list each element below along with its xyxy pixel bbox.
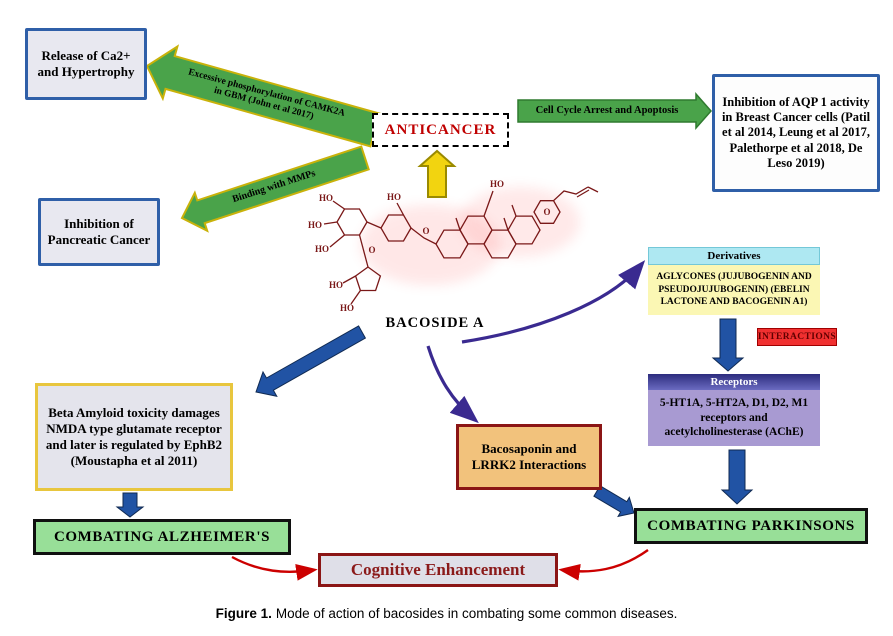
atom-label: O: [422, 226, 429, 236]
bacosaponin-lrrk2-box: Bacosaponin and LRRK2 Interactions: [456, 424, 602, 490]
arrow-cell-cycle: [517, 92, 713, 130]
arrow-camk2a: [145, 44, 381, 148]
arrow-beta-amyloid-to-alzheimers: [115, 492, 145, 518]
anticancer-box: ANTICANCER: [372, 113, 509, 147]
arrow-molecule-to-derivatives: [461, 260, 646, 344]
arrow-molecule-to-anticancer: [417, 149, 457, 198]
derivatives-header: Derivatives: [648, 247, 820, 265]
arrow-derivatives-to-receptors: [711, 318, 745, 372]
atom-label: HO: [315, 244, 329, 254]
cell-cycle-arrow-label: Cell Cycle Arrest and Apoptosis: [535, 104, 679, 116]
arrow-bacosaponin-to-parkinsons: [593, 485, 635, 518]
aqp1-breast-cancer-box: Inhibition of AQP 1 activity in Breast C…: [712, 74, 880, 192]
arrow-mmps: [180, 145, 370, 233]
atom-label: HO: [387, 192, 401, 202]
interactions-badge: INTERACTIONS: [757, 328, 837, 346]
atom-label: HO: [308, 220, 322, 230]
arrow-parkinsons-to-cognitive: [558, 549, 649, 581]
cognitive-enhancement-box: Cognitive Enhancement: [318, 553, 558, 587]
arrow-molecule-to-beta-amyloid: [255, 325, 367, 398]
combating-parkinsons-box: COMBATING PARKINSONS: [634, 508, 868, 544]
figure-caption-label: Figure 1.: [215, 606, 272, 621]
receptors-body: 5-HT1A, 5-HT2A, D1, D2, M1 receptors and…: [648, 390, 820, 446]
bacoside-a-label: BACOSIDE A: [385, 315, 485, 331]
pancreatic-cancer-box: Inhibition of Pancreatic Cancer: [38, 198, 160, 266]
figure-caption: Figure 1.Mode of action of bacosides in …: [0, 606, 893, 621]
arrow-alzheimers-to-cognitive: [231, 555, 318, 581]
derivatives-box: Derivatives AGLYCONES (JUJUBOGENIN AND P…: [648, 247, 820, 315]
receptors-header: Receptors: [648, 374, 820, 390]
arrow-molecule-to-bacosaponin: [426, 345, 479, 424]
release-ca-box: Release of Ca2+ and Hypertrophy: [25, 28, 147, 100]
atom-label: HO: [329, 280, 343, 290]
atom-label: HO: [340, 303, 354, 313]
derivatives-body: AGLYCONES (JUJUBOGENIN AND PSEUDOJUJUBOG…: [648, 265, 820, 315]
atom-label: HO: [319, 193, 333, 203]
atom-label: O: [543, 207, 550, 217]
arrow-receptors-to-parkinsons: [720, 449, 754, 505]
combating-alzheimers-box: COMBATING ALZHEIMER'S: [33, 519, 291, 555]
atom-label: O: [368, 245, 375, 255]
atom-label: HO: [490, 179, 504, 189]
beta-amyloid-box: Beta Amyloid toxicity damages NMDA type …: [35, 383, 233, 491]
receptors-box: Receptors 5-HT1A, 5-HT2A, D1, D2, M1 rec…: [648, 374, 820, 446]
figure-caption-text: Mode of action of bacosides in combating…: [275, 606, 678, 621]
bacoside-a-structure: [323, 186, 599, 305]
molecule-glow: [460, 187, 580, 257]
